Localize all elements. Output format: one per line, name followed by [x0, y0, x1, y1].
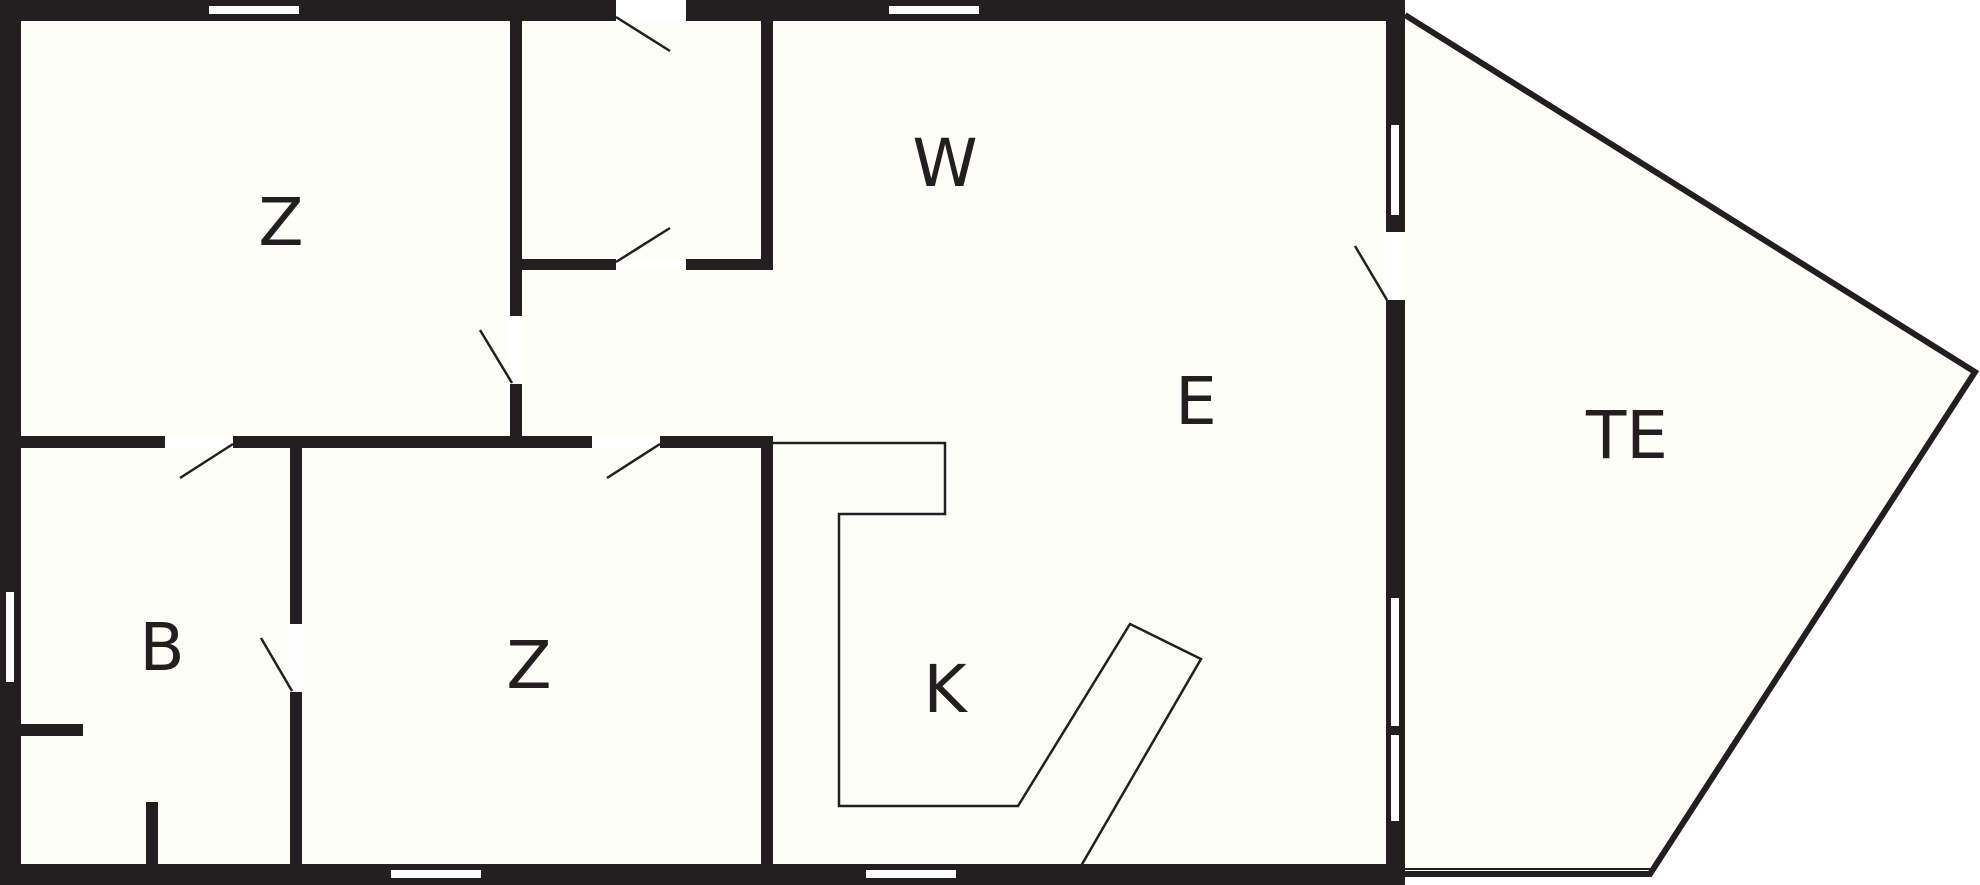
- room-label-terrace: TE: [1585, 397, 1668, 474]
- door-leaves: [179, 15, 1389, 692]
- opening-closet-top: [616, 0, 686, 21]
- wall-bath-stub-horizontal: [15, 724, 83, 736]
- window-right-upper: [1389, 123, 1401, 217]
- window-top-right: [887, 4, 981, 16]
- opening-bath-top: [165, 436, 233, 448]
- window-bottom-middle: [389, 868, 483, 880]
- door-closet-bottom: [615, 226, 671, 264]
- windows: [4, 4, 1401, 880]
- window-bottom-right: [864, 868, 958, 880]
- opening-bedroom-bottom-top: [592, 436, 660, 448]
- terrace-floor: [1405, 15, 1975, 874]
- room-label-hall-w: W: [912, 125, 977, 202]
- door-closet-top: [615, 15, 671, 53]
- kitchen-counters: [773, 441, 1203, 867]
- opening-bedroom-top: [510, 316, 522, 384]
- room-labels: Z W E TE B Z K: [139, 125, 1668, 728]
- kitchen-counter-l: [773, 441, 1203, 867]
- opening-terrace-door: [1386, 232, 1405, 300]
- wall-kitchen-left: [761, 440, 773, 874]
- wall-top: [0, 0, 1405, 21]
- window-top-left: [207, 4, 301, 16]
- door-bedroom-bottom: [606, 442, 661, 480]
- room-label-bathroom: B: [139, 609, 184, 686]
- door-bath-top: [179, 442, 234, 480]
- terrace: [1403, 12, 1980, 877]
- window-left-bath: [4, 590, 16, 684]
- door-terrace: [1353, 245, 1389, 301]
- terrace-outline: [1403, 12, 1980, 877]
- window-right-lower-2: [1389, 733, 1401, 823]
- wall-closet-right: [761, 15, 773, 270]
- opening-closet-bottom: [616, 259, 686, 270]
- room-label-bedroom-bottom: Z: [506, 627, 551, 704]
- door-bedroom-top: [478, 329, 514, 384]
- door-bath-side: [259, 637, 294, 692]
- window-right-lower-1: [1389, 596, 1401, 728]
- door-openings: [165, 0, 1405, 692]
- room-label-living: E: [1175, 363, 1217, 440]
- wall-bottom: [0, 864, 1405, 885]
- room-label-kitchen: K: [923, 651, 968, 728]
- wall-bath-stub-vertical: [146, 802, 158, 874]
- room-label-bedroom-top: Z: [258, 184, 303, 261]
- opening-bath-side: [290, 624, 302, 692]
